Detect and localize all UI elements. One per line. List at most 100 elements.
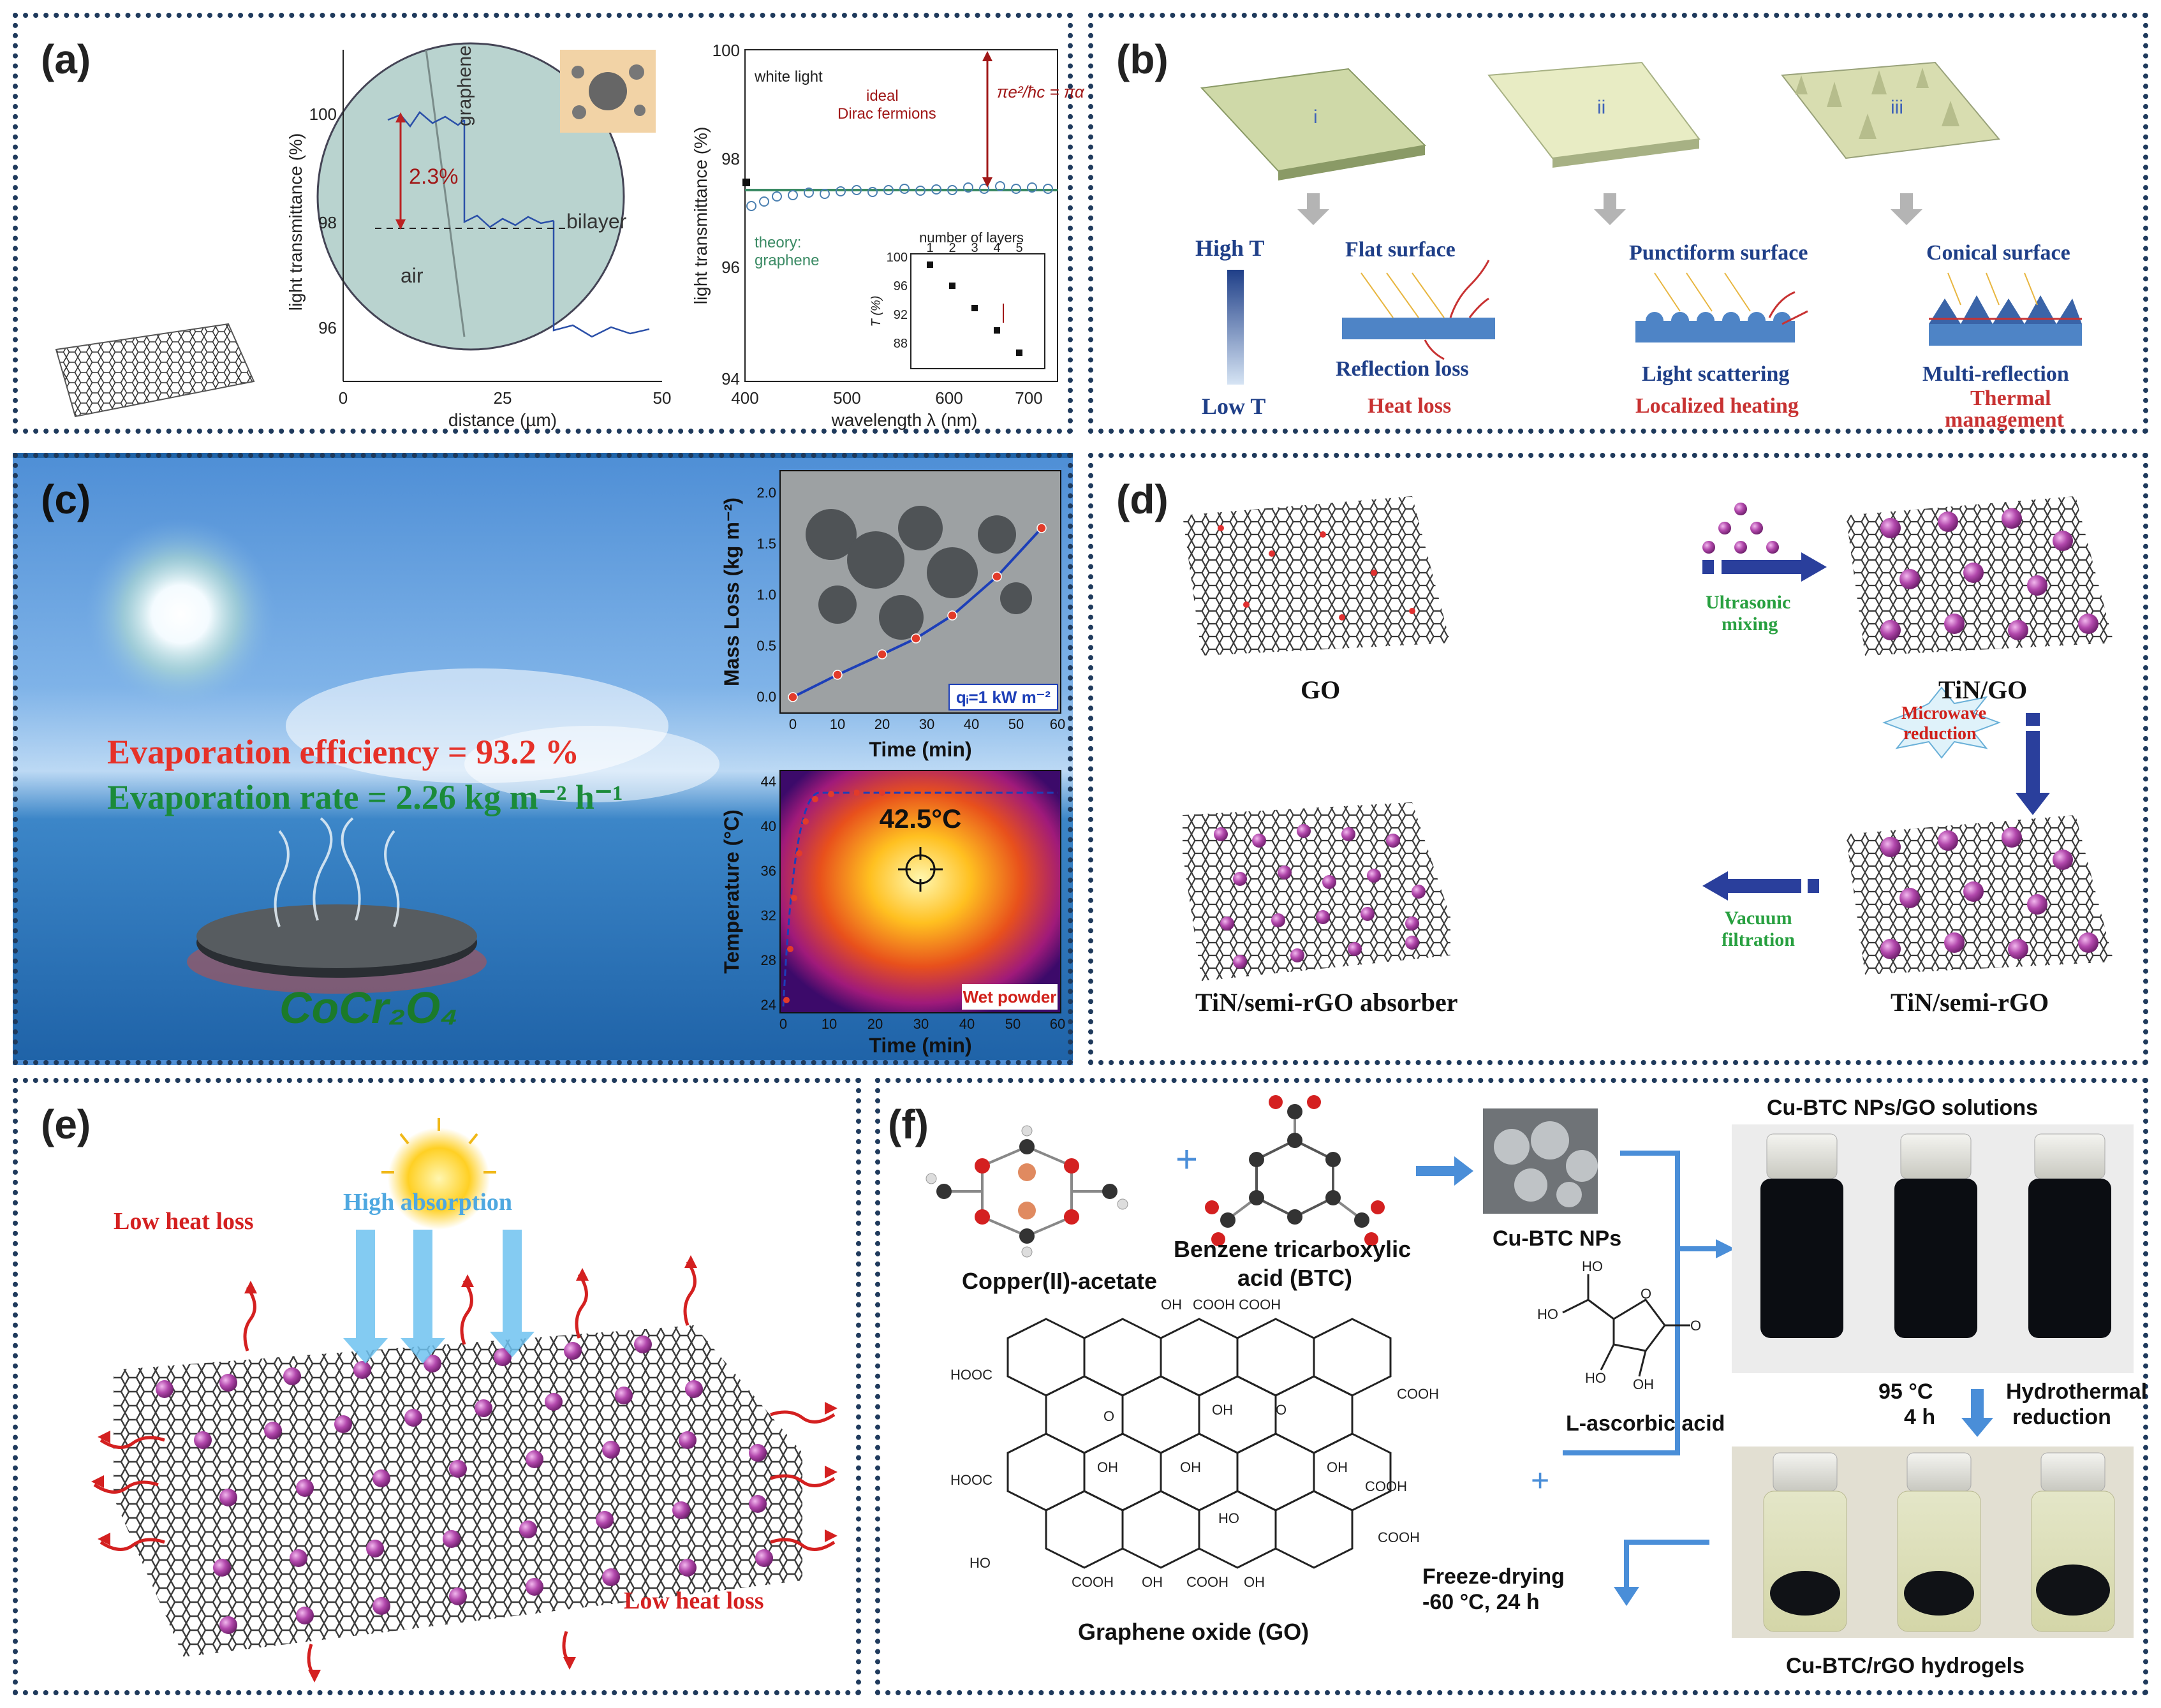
temp-ytick: 28	[761, 952, 776, 968]
btc-label-2: acid (BTC)	[1237, 1265, 1352, 1291]
svg-text:OH: OH	[1212, 1402, 1233, 1418]
svg-text:OH: OH	[1097, 1459, 1118, 1475]
mass-loss-chart: qᵢ=1 kW m⁻² 0.0 0.5 1.0 1.5 2.0 0 10 20 …	[720, 470, 1065, 761]
graphene-oxide-label: Graphene oxide (GO)	[1078, 1619, 1309, 1645]
graphene-label: graphene	[454, 45, 475, 126]
temp-legend: Wet powder	[963, 987, 1057, 1006]
multi-reflection-label: Multi-reflection	[1922, 362, 2069, 386]
panel-a: (a) 2.3% graphene bilayer air 10	[13, 13, 1085, 434]
low-heat-loss-top: Low heat loss	[114, 1208, 254, 1235]
light-scattering-label: Light scattering	[1642, 362, 1790, 386]
filtration-label: filtration	[1722, 929, 1795, 950]
svg-text:O: O	[1641, 1286, 1651, 1302]
mass-xlabel: Time (min)	[869, 738, 971, 761]
panel-d: (d) GO	[1088, 453, 2148, 1065]
ultrasonic-label: Ultrasonic	[1706, 592, 1791, 613]
evaporation-efficiency: Evaporation efficiency = 93.2 %	[107, 733, 580, 771]
formula-label: πe²/ħc = πα	[997, 82, 1085, 101]
mixing-label: mixing	[1722, 614, 1778, 635]
temp-value: 42.5°C	[880, 804, 962, 834]
transmittance-spectrum-chart: πe²/ħc = πα white light ideal Dirac ferm…	[691, 41, 1085, 430]
freeze-conditions-label: -60 °C, 24 h	[1422, 1590, 1540, 1614]
btc-label-1: Benzene tricarboxylic	[1174, 1236, 1412, 1262]
svg-text:OH: OH	[1633, 1376, 1654, 1392]
mass-xtick: 0	[789, 716, 797, 732]
flat-surface-title: Flat surface	[1345, 238, 1456, 261]
spec-xtick: 400	[731, 388, 758, 408]
svg-text:O: O	[1690, 1318, 1701, 1334]
temp-xtick: 30	[913, 1016, 929, 1032]
micro-xtick: 50	[653, 388, 672, 408]
spec-ylabel: light transmittance (%)	[691, 127, 711, 305]
micro-xlabel: distance (µm)	[448, 410, 557, 430]
absorber-heat-schematic	[91, 1118, 837, 1682]
semi-rgo-label: TiN/semi-rGO	[1891, 988, 2049, 1017]
localized-heating-label: Localized heating	[1635, 394, 1799, 418]
panel-f: (f) + +	[875, 1078, 2148, 1695]
mass-xtick: 30	[919, 716, 934, 732]
mass-ytick: 0.0	[756, 689, 776, 705]
svg-text:OH: OH	[1142, 1574, 1163, 1590]
svg-text:O: O	[1276, 1402, 1287, 1418]
inset-ytick: 96	[894, 279, 908, 293]
temp-ylabel: Temperature (°C)	[720, 809, 743, 974]
absorber-label: TiN/semi-rGO absorber	[1195, 988, 1458, 1017]
plus-sign: +	[1176, 1138, 1198, 1181]
inset-xtick: 3	[971, 241, 978, 255]
time-label: 4 h	[1904, 1405, 1936, 1429]
ascorbic-acid-label: L-ascorbic acid	[1566, 1411, 1725, 1436]
svg-text:HOOC: HOOC	[950, 1367, 992, 1383]
management-label: management	[1945, 408, 2064, 432]
theory-label: theory:	[755, 234, 801, 251]
svg-text:COOH: COOH	[1378, 1529, 1420, 1545]
graphene-sheet-illustration	[55, 323, 255, 418]
panel-c-label: (c)	[41, 476, 91, 522]
evaporation-rate: Evaporation rate = 2.26 kg m⁻² h⁻¹	[107, 778, 623, 816]
surface-schematic: i ii iii	[1200, 61, 2082, 385]
spec-ytick: 96	[721, 258, 740, 277]
inset-ytick: 88	[894, 337, 908, 351]
reduction-label: reduction	[1903, 724, 1977, 744]
mass-xtick: 20	[874, 716, 890, 732]
micro-xtick: 25	[494, 388, 512, 408]
white-light-label: white light	[754, 68, 823, 85]
thermal-label: Thermal	[1970, 387, 2051, 410]
spec-ytick: 98	[721, 149, 740, 168]
spec-xtick: 600	[935, 388, 962, 408]
temp-ytick: 40	[761, 818, 776, 834]
air-label: air	[401, 264, 424, 287]
svg-text:HO: HO	[1218, 1510, 1239, 1526]
svg-text:COOH: COOH	[1397, 1386, 1439, 1402]
svg-text:OH: OH	[1161, 1297, 1182, 1313]
panel-b: (b) i ii iii	[1088, 13, 2148, 434]
temp-xtick: 50	[1005, 1016, 1021, 1032]
inset-xtick: 1	[926, 241, 933, 255]
ideal-label: ideal	[866, 87, 899, 105]
vacuum-label: Vacuum	[1725, 908, 1792, 929]
low-heat-loss-bottom: Low heat loss	[624, 1587, 764, 1614]
micro-ylabel: light transmittance (%)	[286, 133, 306, 311]
roman-i: i	[1313, 107, 1318, 128]
tin-go-label: TiN/GO	[1938, 675, 2028, 704]
svg-text:HO: HO	[1582, 1258, 1603, 1274]
svg-text:HO: HO	[1537, 1306, 1558, 1322]
inset-ylabel: T (%)	[869, 296, 883, 327]
micro-ytick: 98	[318, 213, 337, 232]
temp-xlabel: Time (min)	[869, 1034, 971, 1057]
temp-ytick: 36	[761, 863, 776, 879]
inset-xtick: 5	[1015, 241, 1022, 255]
inset-ytick: 100	[887, 251, 908, 265]
mass-xtick: 40	[964, 716, 979, 732]
roman-iii: iii	[1891, 97, 1903, 118]
transmittance-micrograph-chart: 2.3% graphene bilayer air 100 98 96 0 25…	[286, 42, 672, 430]
panel-f-label: (f)	[888, 1101, 929, 1147]
svg-text:OH: OH	[1244, 1574, 1265, 1590]
temp-xtick: 20	[867, 1016, 883, 1032]
mass-ytick: 1.5	[756, 536, 776, 552]
temp-xtick: 10	[822, 1016, 837, 1032]
cubtc-nps-label: Cu-BTC NPs	[1493, 1226, 1622, 1251]
inset-xtick: 4	[993, 241, 1000, 255]
svg-text:COOH: COOH	[1072, 1574, 1114, 1590]
high-t-label: High T	[1195, 235, 1265, 261]
material-label: CoCr₂O₄	[279, 983, 459, 1033]
